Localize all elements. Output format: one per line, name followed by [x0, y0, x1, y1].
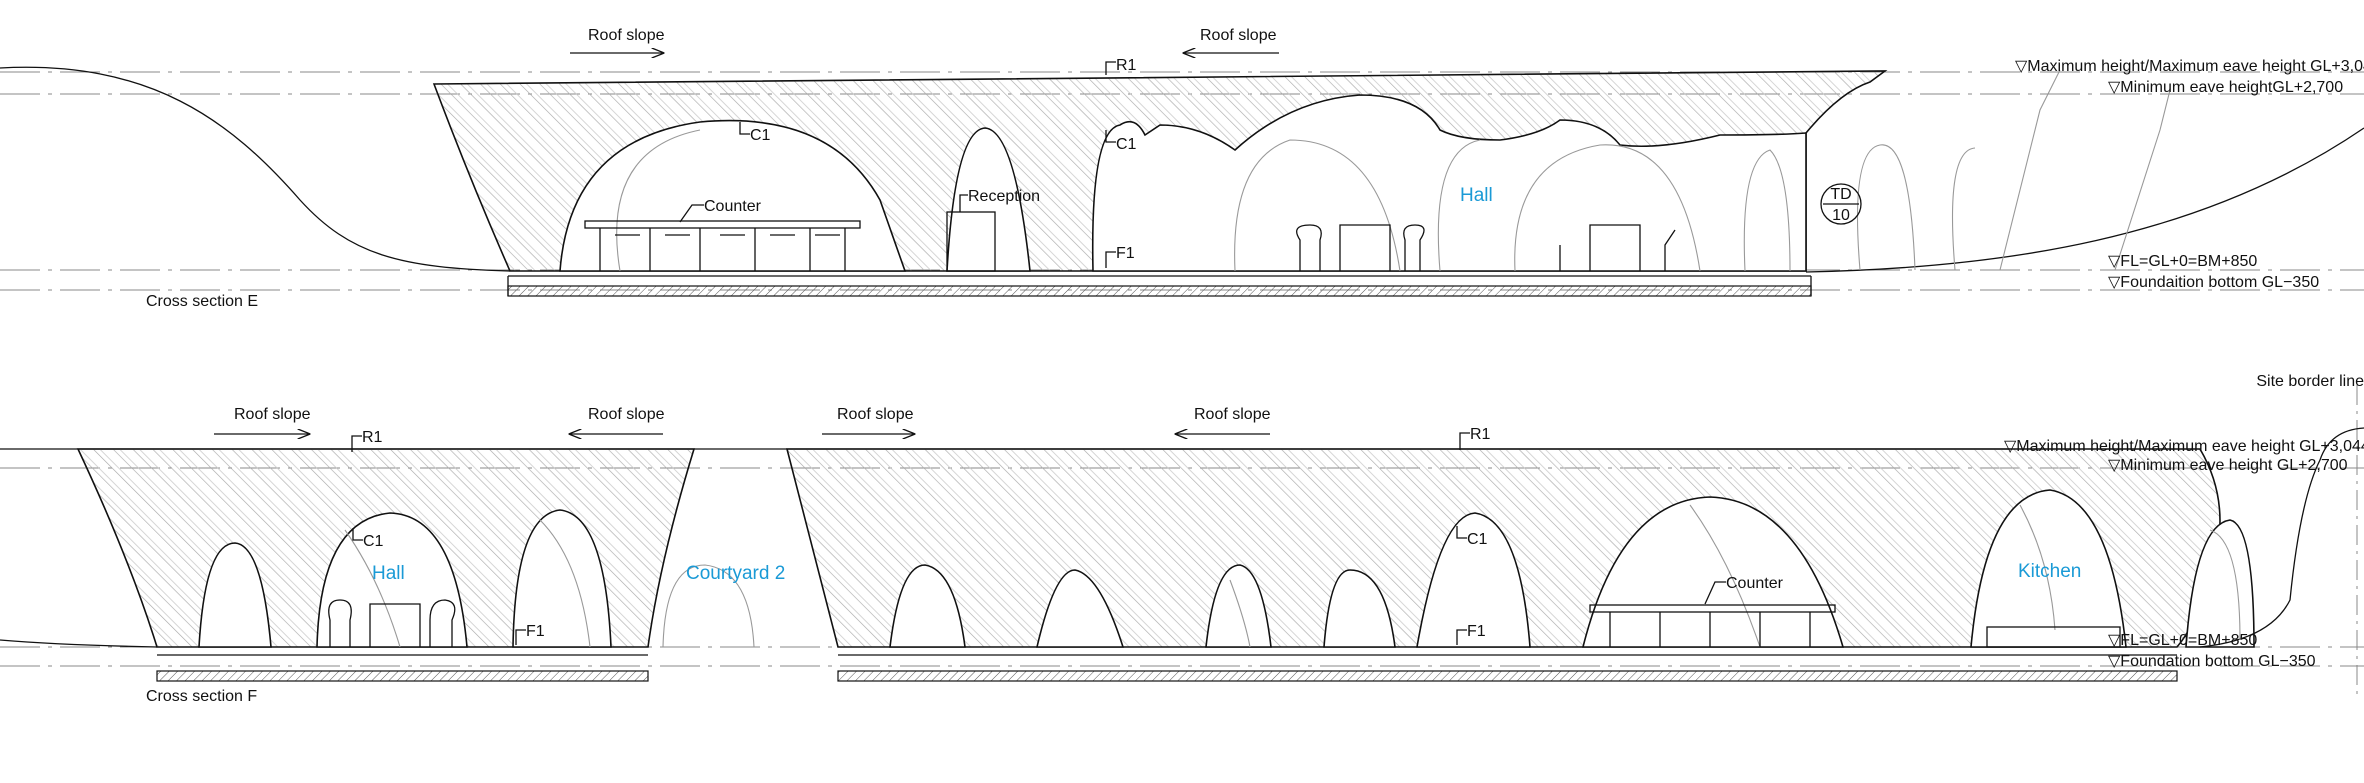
roof-slope-label: Roof slope [588, 27, 665, 44]
section-f: Roof slope Roof slope Roof slope Roof sl… [0, 373, 2364, 705]
f1-tag: F1 [526, 623, 545, 640]
datum-max-height: ▽Maximum height/Maximum eave height GL+3… [2004, 438, 2364, 455]
interior-profile-lines [616, 129, 1791, 272]
f1-tag: F1 [1116, 245, 1135, 262]
counter-opening [1581, 496, 1845, 648]
foundation-slab-e [507, 285, 1812, 297]
r1-tag: R1 [1116, 57, 1137, 74]
roof-slope-label: Roof slope [1200, 27, 1277, 44]
datum-max-height: ▽Maximum height/Maximum eave height GL+3… [2015, 58, 2364, 75]
terrain-left [0, 66, 511, 272]
counter-table [584, 220, 861, 271]
counter-furniture [1589, 604, 1836, 647]
td-number: 10 [1832, 207, 1850, 224]
room-label-hall: Hall [372, 563, 405, 584]
room-label-courtyard: Courtyard 2 [686, 563, 785, 584]
counter-label: Counter [1726, 575, 1784, 592]
hall-opening [316, 512, 468, 648]
datum-fl: ▽FL=GL+0=BM+850 [2108, 632, 2257, 649]
c1-tag: C1 [750, 127, 771, 144]
kitchen-opening [1970, 489, 2127, 648]
datum-foundation: ▽Foundaition bottom GL−350 [2108, 274, 2319, 291]
r1-tag: R1 [362, 429, 383, 446]
site-border-label: Site border line [2256, 373, 2364, 390]
foundation-slab-f-right [837, 670, 2178, 682]
hall-furniture [328, 599, 456, 647]
td-tag [1820, 183, 1862, 225]
td-label: TD [1830, 186, 1851, 203]
datum-min-eave: ▽Minimum eave height GL+2,700 [2108, 457, 2348, 474]
hall-tables [1296, 224, 1676, 271]
datum-fl: ▽FL=GL+0=BM+850 [2108, 253, 2257, 270]
counter-opening [559, 119, 907, 272]
terrain-right [1805, 127, 2364, 273]
hall-opening [1091, 94, 1807, 272]
section-e: TD 10 Roof slope Roof slope R1 C1 C1 F1 … [0, 27, 2364, 310]
section-title: Cross section E [146, 293, 258, 310]
c1-tag: C1 [1116, 136, 1137, 153]
reception-desk [946, 211, 996, 272]
f1-tag: F1 [1467, 623, 1486, 640]
room-label-kitchen: Kitchen [2018, 561, 2081, 582]
foundation-slab-f-left [156, 670, 649, 682]
roof-slope-label: Roof slope [588, 406, 665, 423]
roof-slope-label: Roof slope [1194, 406, 1271, 423]
counter-label: Counter [704, 198, 762, 215]
roof-slope-label: Roof slope [234, 406, 311, 423]
section-title: Cross section F [146, 688, 257, 705]
roof-slope-label: Roof slope [837, 406, 914, 423]
datum-min-eave: ▽Minimum eave heightGL+2,700 [2108, 79, 2343, 96]
background-columns [1856, 69, 2171, 271]
datum-foundation: ▽Foundation bottom GL−350 [2108, 653, 2316, 670]
c1-tag: C1 [1467, 531, 1488, 548]
reception-label: Reception [968, 188, 1040, 205]
kitchen-counter [1986, 626, 2121, 648]
room-label-hall: Hall [1460, 185, 1493, 206]
reception-opening [946, 127, 1031, 272]
r1-tag: R1 [1470, 426, 1491, 443]
c1-tag: C1 [363, 533, 384, 550]
